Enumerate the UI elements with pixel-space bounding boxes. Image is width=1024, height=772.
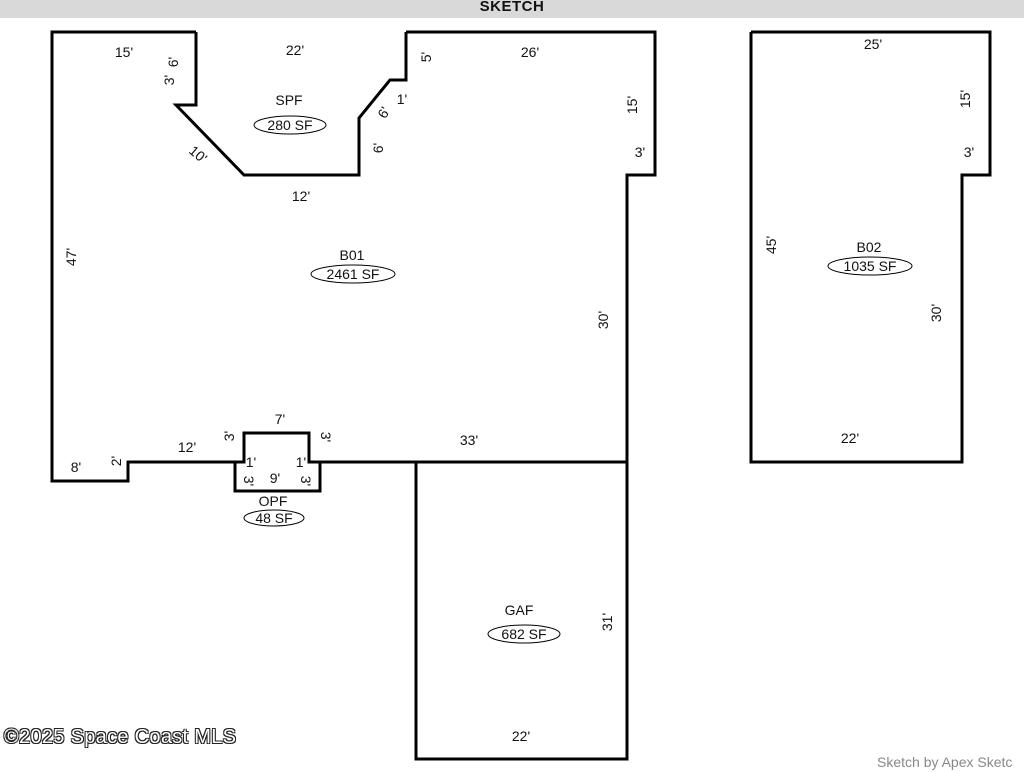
dim-b01-right-upper: 15' [624, 96, 640, 114]
area-oval-spf [253, 115, 327, 135]
area-label-opf: OPF [259, 493, 288, 509]
dim-b01-top-left: 15' [115, 44, 133, 60]
dim-b02-right-upper: 15' [957, 90, 973, 108]
area-sf-spf: 280 SF [267, 117, 312, 133]
dim-spf-right-step: 1' [397, 91, 407, 107]
dim-b02-right-lower: 30' [928, 304, 944, 322]
dim-opf-right-lower: 3' [298, 476, 314, 486]
area-label-b01: B01 [340, 247, 365, 263]
area-sf-b01: 2461 SF [327, 266, 380, 282]
dim-spf-left-a: 3' [161, 75, 177, 85]
dim-b01-right-notch: 3' [635, 144, 645, 160]
dim-b01-bottom-left: 8' [71, 459, 81, 475]
dim-spf-diag-left: 10' [186, 142, 210, 166]
dim-b01-bottom-mid: 12' [178, 439, 196, 455]
dim-gaf-right: 31' [599, 613, 615, 631]
area-sf-b02: 1035 SF [844, 258, 897, 274]
area-oval-opf [243, 509, 305, 527]
area-label-b02: B02 [857, 239, 882, 255]
dim-b02-notch: 3' [964, 144, 974, 160]
dim-spf-left-b: 6' [165, 57, 181, 67]
b01-outline-right [320, 30, 657, 464]
b01-outline [50, 30, 235, 483]
dim-spf-right-lower: 6' [370, 143, 386, 153]
b02-outline [749, 30, 992, 464]
area-label-gaf: GAF [505, 602, 534, 618]
dim-opf-right-step: 1' [296, 454, 306, 470]
area-sf-gaf: 682 SF [501, 626, 546, 642]
dim-b02-left: 45' [763, 236, 779, 254]
dim-b01-left: 47' [63, 248, 79, 266]
dim-b01-bottom-right: 33' [460, 432, 478, 448]
sketch-title: SKETCH [479, 0, 545, 15]
dim-opf-right-upper: 3' [318, 432, 334, 442]
dim-gaf-bottom: 22' [512, 728, 530, 744]
area-label-spf: SPF [275, 92, 302, 108]
dim-opf-left-upper: 3' [221, 431, 237, 441]
area-oval-b01 [310, 264, 396, 284]
dim-opf-left-lower: 3' [241, 476, 257, 486]
dim-opf-top: 7' [275, 411, 285, 427]
dim-opf-left-step: 1' [246, 454, 256, 470]
dim-b01-top-right: 26' [521, 44, 539, 60]
dim-spf-right-top: 5' [418, 52, 434, 62]
sketch-credit: Sketch by Apex Sketc [877, 754, 1013, 770]
dim-spf-top: 22' [286, 42, 304, 58]
dim-spf-right-diag: 6' [374, 104, 393, 121]
area-oval-gaf [487, 624, 561, 644]
sketch-header: SKETCH [0, 0, 1024, 18]
area-sf-opf: 48 SF [255, 510, 292, 526]
copyright-watermark: ©2025 Space Coast MLS [4, 726, 237, 748]
dim-b01-right-lower: 30' [595, 311, 611, 329]
opf-outline [233, 431, 322, 493]
gaf-outline [414, 462, 629, 761]
spf-outline [172, 32, 408, 177]
dim-spf-bottom: 12' [292, 188, 310, 204]
dim-b02-top: 25' [864, 36, 882, 52]
area-oval-b02 [827, 256, 913, 276]
dim-b02-bottom: 22' [841, 430, 859, 446]
dim-opf-bottom: 9' [270, 470, 280, 486]
dim-b01-bottom-step: 2' [108, 456, 124, 466]
